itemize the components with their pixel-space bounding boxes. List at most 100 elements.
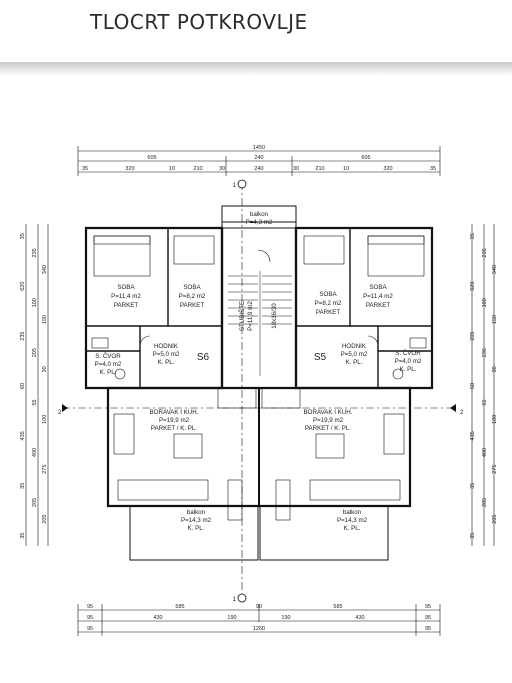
dim-top-row3-3: 210 [193, 166, 202, 172]
dim-top-row3-9: 320 [383, 166, 392, 172]
hodnik-l-name: HODNIK [154, 343, 179, 350]
soba-r1-area: P=11,4 m2 [363, 293, 393, 300]
dim-top-row3-7: 210 [315, 166, 324, 172]
left-dim-2: 340 [42, 265, 48, 274]
soba-r2-area: P=8,2 m2 [315, 300, 342, 307]
right-dim-6: 205 [470, 332, 476, 341]
dim-bottom-row1-3: 585 [333, 604, 342, 610]
dim-bottom-row2-1: 430 [153, 615, 162, 621]
cvor-r-area: P=4,0 m2 [395, 358, 422, 365]
dim-bottom-row2-5: 95 [425, 615, 431, 621]
hodnik-l-floor: K. PL. [158, 359, 175, 366]
left-dim-14: 275 [42, 465, 48, 474]
dim-top-row2-1: 240 [254, 155, 263, 161]
left-dim-3: 620 [20, 282, 26, 291]
right-dim-18: 35 [470, 533, 476, 539]
dim-top-row3-2: 10 [169, 166, 175, 172]
dim-top-row3-4: 30 [219, 166, 225, 172]
left-dim-1: 235 [32, 248, 38, 257]
right-dim-12: 435 [470, 431, 476, 440]
right-dim-0: 35 [470, 233, 476, 239]
balkon-r-floor: K. PL. [344, 525, 361, 532]
left-dim-7: 205 [32, 348, 38, 357]
balkon-l-area: P=14,3 m2 [181, 517, 212, 524]
right-dim-11: 100 [492, 415, 498, 424]
dim-top-row3-0: 35 [82, 166, 88, 172]
cvor-r-name: S. ČVOR [395, 350, 421, 357]
right-dim-16: 205 [482, 498, 488, 507]
left-dim-4: 100 [32, 298, 38, 307]
right-dim-9: 60 [470, 383, 476, 389]
dim-bottom-row2-4: 430 [355, 615, 364, 621]
balkon-r-name: balkon [343, 509, 362, 516]
left-dim-15: 35 [20, 483, 26, 489]
section-label-top: 1 [233, 182, 237, 189]
boravak-l-name: BORAVAK I KUH. [150, 409, 199, 416]
balkon-r-area: P=14,3 m2 [337, 517, 368, 524]
section-arrow-right [450, 404, 456, 412]
dim-top-row3-1: 320 [125, 166, 134, 172]
dim-bottom-row1-1: 585 [175, 604, 184, 610]
soba-l2-area: P=8,2 m2 [179, 293, 206, 300]
right-dim-15: 35 [470, 483, 476, 489]
floor-plan: 1 1 2 2 1450 605 240 605 35 320 10 210 3… [20, 145, 498, 636]
soba-r1-name: SOBA [369, 284, 387, 291]
section-label-right: 2 [460, 409, 464, 416]
section-marker-bottom [237, 593, 247, 603]
soba-l2-name: SOBA [183, 284, 201, 291]
section-label-left: 2 [58, 409, 62, 416]
cvor-r-floor: K. PL. [400, 366, 417, 373]
balkon-top-name: balkon [250, 211, 269, 218]
balkon-l-name: balkon [187, 509, 206, 516]
right-dim-14: 275 [492, 465, 498, 474]
soba-r2-floor: PARKET [316, 309, 341, 316]
dim-bottom-row2-0: 95 [87, 615, 93, 621]
right-dim-8: 30 [492, 366, 498, 372]
left-dim-11: 100 [42, 415, 48, 424]
hodnik-r-name: HODNIK [342, 343, 367, 350]
dim-top-row3-5: 240 [254, 166, 263, 172]
right-dim-7: 235 [482, 348, 488, 357]
boravak-r-floor: PARKET / K. PL. [305, 425, 351, 432]
dim-bottom-row3-1: 1260 [253, 626, 265, 632]
left-dim-16: 205 [32, 498, 38, 507]
left-dim-13: 400 [32, 448, 38, 457]
section-label-bottom: 1 [233, 596, 237, 603]
header-shadow [0, 62, 512, 76]
dim-bottom-row2-3: 190 [281, 615, 290, 621]
hodnik-r-area: P=5,0 m2 [341, 351, 368, 358]
left-dim-5: 150 [42, 315, 48, 324]
dim-bottom-row3-2: 95 [425, 626, 431, 632]
dim-bottom-row1-0: 95 [87, 604, 93, 610]
section-marker-top [237, 179, 247, 189]
dim-top-total: 1450 [253, 145, 265, 151]
boravak-l-area: P=19,9 m2 [159, 417, 190, 424]
dim-top-row3-10: 35 [430, 166, 436, 172]
cvor-l-name: S. ČVOR [95, 353, 121, 360]
soba-r2-name: SOBA [319, 291, 337, 298]
right-dim-4: 100 [482, 298, 488, 307]
soba-l1-name: SOBA [117, 284, 135, 291]
page-title: TLOCRT POTKROVLJE [90, 10, 308, 34]
dim-bottom-row2-2: 190 [227, 615, 236, 621]
unit-label-left: S6 [197, 352, 210, 363]
right-dim-3: 620 [470, 282, 476, 291]
left-dim-12: 435 [20, 431, 26, 440]
soba-l1-floor: PARKET [114, 302, 139, 309]
dim-top-row3-6: 30 [293, 166, 299, 172]
dim-bottom-row1-4: 95 [425, 604, 431, 610]
boravak-r-area: P=19,9 m2 [313, 417, 344, 424]
left-dim-10: 55 [32, 400, 38, 406]
left-dim-6: 235 [20, 332, 26, 341]
cvor-l-area: P=4,0 m2 [95, 361, 122, 368]
balkon-l-floor: K. PL. [188, 525, 205, 532]
left-dim-8: 30 [42, 366, 48, 372]
right-dim-2: 340 [492, 265, 498, 274]
section-arrow-left [62, 404, 68, 412]
unit-label-right: S5 [314, 352, 327, 363]
right-dim-17: 205 [492, 515, 498, 524]
boravak-l-floor: PARKET / K. PL. [151, 425, 197, 432]
right-dim-10: 55 [482, 400, 488, 406]
right-dim-5: 150 [492, 315, 498, 324]
dim-top-row2-2: 605 [361, 155, 370, 161]
